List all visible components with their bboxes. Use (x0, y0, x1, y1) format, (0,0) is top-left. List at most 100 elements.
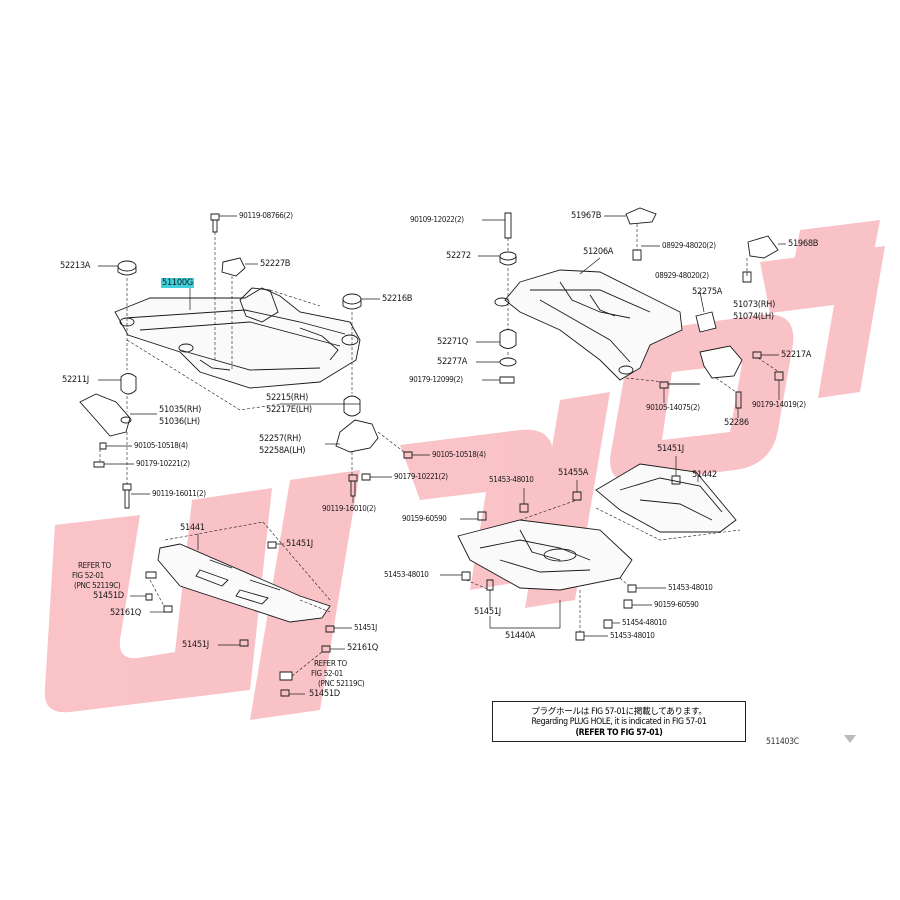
bolt-51451j-e[interactable] (486, 579, 494, 591)
bolt-90159-60590-b[interactable] (623, 599, 633, 609)
callout-90119-16011[interactable]: 90119-16011(2) (152, 489, 206, 498)
clip-52161q-a[interactable] (163, 605, 173, 613)
callout-52227b[interactable]: 52227B (260, 258, 291, 269)
stopper-51073[interactable] (699, 345, 743, 379)
bushing-52275a[interactable] (695, 311, 717, 333)
bolt-90105-10518-left[interactable] (99, 442, 107, 450)
callout-52211j[interactable]: 52211J (62, 374, 89, 385)
bolt-90105-14075[interactable] (659, 381, 700, 389)
nut-90179-14019[interactable] (774, 371, 784, 381)
rear-crossmember-part[interactable] (494, 269, 683, 381)
bolt-08929-48020-b[interactable] (742, 271, 752, 283)
callout-51441[interactable]: 51441 (180, 522, 205, 533)
bolt-51453-48010-a[interactable] (519, 503, 529, 513)
bolt-51451j-b[interactable] (239, 639, 249, 647)
bolt-08929-48020-a[interactable] (632, 249, 642, 261)
callout-90179-14019[interactable]: 90179-14019(2) (752, 400, 806, 409)
callout-51451j-rear[interactable]: 51451J (657, 443, 684, 454)
bushing-52215[interactable] (343, 395, 361, 417)
bracket-52227b[interactable] (221, 257, 246, 277)
callout-52272[interactable]: 52272 (446, 250, 471, 261)
callout-90119-08766[interactable]: 90119-08766(2) (239, 211, 293, 220)
callout-52275a[interactable]: 52275A (692, 286, 723, 297)
clip-52161q-left[interactable] (145, 571, 157, 579)
callout-51453-48010-top[interactable]: 51453-48010 (489, 475, 534, 484)
refer-to-right[interactable]: REFER TO (314, 659, 347, 668)
callout-90179-12099[interactable]: 90179-12099(2) (409, 375, 463, 384)
callout-52161q-left[interactable]: 52161Q (110, 607, 141, 618)
callout-51074[interactable]: 51074(LH) (733, 311, 774, 322)
refer-pnc-right[interactable]: (PNC 52119C) (318, 679, 365, 688)
callout-90179-10221-right[interactable]: 90179-10221(2) (394, 472, 448, 481)
callout-51455a[interactable]: 51455A (558, 467, 589, 478)
callout-51453-48010-bottom[interactable]: 51453-48010 (610, 631, 655, 640)
bolt-51455a[interactable] (572, 491, 582, 501)
callout-51451j-b[interactable]: 51451J (182, 639, 209, 650)
bushing-52213a[interactable] (117, 260, 137, 272)
bolt-51453-48010-d[interactable] (575, 631, 585, 641)
rear-under-cover-part[interactable] (595, 463, 737, 533)
nut-90179-10221-right[interactable] (361, 473, 371, 481)
bracket-51968b[interactable] (747, 235, 779, 259)
bracket-51967b[interactable] (625, 207, 657, 225)
callout-52215[interactable]: 52215(RH) (266, 392, 308, 403)
bolt-90119-08766[interactable] (210, 213, 220, 233)
callout-51451j-c[interactable]: 51451J (354, 623, 377, 632)
callout-51967b[interactable]: 51967B (571, 210, 602, 221)
bushing-52216b[interactable] (342, 293, 362, 305)
refer-fig-right[interactable]: FIG 52-01 (311, 669, 343, 678)
refer-to-left[interactable]: REFER TO (78, 561, 111, 570)
callout-90109-12022[interactable]: 90109-12022(2) (410, 215, 464, 224)
callout-51440a[interactable]: 51440A (505, 630, 536, 641)
callout-90105-10518-left[interactable]: 90105-10518(4) (134, 441, 188, 450)
callout-51451d-right[interactable]: 51451D (309, 688, 340, 699)
callout-52217a[interactable]: 52217A (781, 349, 812, 360)
callout-51451j-a[interactable]: 51451J (286, 538, 313, 549)
callout-90159-60590-left[interactable]: 90159-60590 (402, 514, 447, 523)
clip-51451d-a[interactable] (145, 593, 153, 601)
bolt-90105-10518-right[interactable] (403, 451, 413, 459)
callout-52213a[interactable]: 52213A (60, 260, 91, 271)
stopper-51035[interactable] (79, 393, 131, 437)
callout-52216b[interactable]: 52216B (382, 293, 413, 304)
callout-90105-10518-right[interactable]: 90105-10518(4) (432, 450, 486, 459)
engine-under-cover-part[interactable] (157, 543, 331, 623)
bolt-90119-16011[interactable] (122, 483, 132, 509)
bolt-90119-16010[interactable] (348, 474, 358, 497)
callout-08929-48020-b[interactable]: 08929-48020(2) (655, 271, 709, 280)
clip-51451d-b[interactable] (280, 689, 290, 697)
callout-51451j-center[interactable]: 51451J (474, 606, 501, 617)
bolt-51453-48010-b[interactable] (461, 571, 471, 581)
callout-51073[interactable]: 51073(RH) (733, 299, 775, 310)
refer-fig-left[interactable]: FIG 52-01 (72, 571, 104, 580)
callout-52277a[interactable]: 52277A (437, 356, 468, 367)
callout-51451d-left[interactable]: 51451D (93, 590, 124, 601)
refer-pnc-left[interactable]: (PNC 52119C) (74, 581, 121, 590)
bolt-51453-48010-c[interactable] (627, 584, 637, 593)
bushing-52211j[interactable] (120, 373, 137, 395)
callout-90119-16010[interactable]: 90119-16010(2) (322, 504, 376, 513)
bolt-51451j-a[interactable] (267, 541, 277, 549)
bolt-90109-12022[interactable] (504, 212, 512, 239)
bushing-52271q[interactable] (499, 329, 517, 349)
callout-52271q[interactable]: 52271Q (437, 336, 468, 347)
front-crossmember-part[interactable] (114, 287, 361, 389)
callout-52217e[interactable]: 52217E(LH) (266, 404, 312, 415)
bolt-51454-48010[interactable] (603, 619, 613, 629)
nut-90179-10221-left[interactable] (93, 461, 105, 468)
callout-52258a[interactable]: 52258A(LH) (259, 445, 306, 456)
callout-51035[interactable]: 51035(RH) (159, 404, 201, 415)
bolt-51451j-d[interactable] (671, 475, 681, 485)
callout-51453-48010-left[interactable]: 51453-48010 (384, 570, 429, 579)
callout-90105-14075[interactable]: 90105-14075(2) (646, 403, 700, 412)
clip-52161q-b[interactable] (321, 645, 331, 653)
callout-52286[interactable]: 52286 (724, 417, 749, 428)
bolt-51451j-c[interactable] (325, 625, 335, 633)
callout-52161q-right[interactable]: 52161Q (347, 642, 378, 653)
callout-51968b[interactable]: 51968B (788, 238, 819, 249)
callout-08929-48020-a[interactable]: 08929-48020(2) (662, 241, 716, 250)
callout-51453-48010-right[interactable]: 51453-48010 (668, 583, 713, 592)
stopper-52286[interactable] (735, 391, 742, 409)
callout-51036[interactable]: 51036(LH) (159, 416, 200, 427)
nut-90179-12099[interactable] (499, 376, 515, 384)
